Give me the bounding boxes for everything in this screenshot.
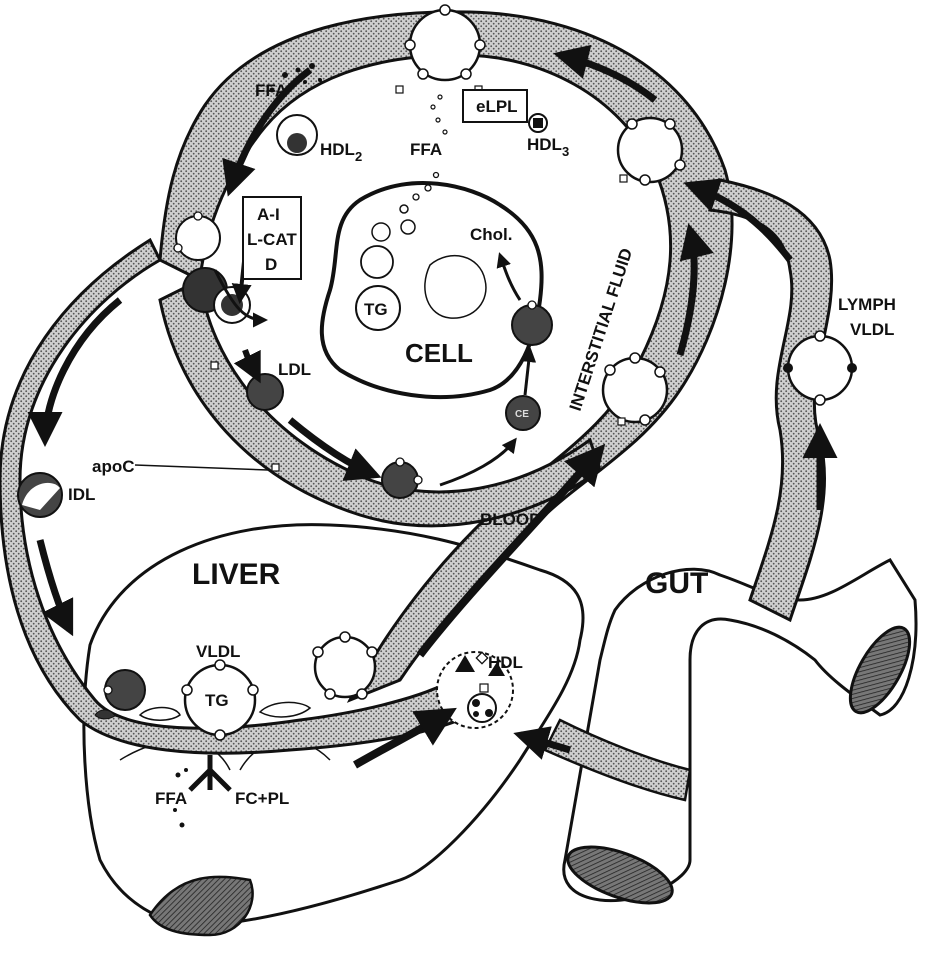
label-blood: BLOOD — [480, 510, 541, 529]
label-box-lcat: L-CAT — [247, 230, 297, 249]
label-ldl: LDL — [278, 360, 311, 379]
label-lymph: LYMPH — [838, 295, 896, 314]
label-elpl: eLPL — [476, 97, 518, 116]
label-vldl-lymph: VLDL — [850, 320, 894, 339]
particle-liver-left — [104, 670, 145, 710]
label-idl: IDL — [68, 485, 95, 504]
label-box-ai: A-I — [257, 205, 280, 224]
label-cell: CELL — [405, 338, 473, 368]
gut-organ — [561, 560, 922, 914]
label-liver: LIVER — [192, 558, 281, 591]
label-hdl-liver: HDL — [488, 653, 523, 672]
label-box-d: D — [265, 255, 277, 274]
particle-ldl — [247, 374, 283, 410]
label-ffa-cell: FFA — [410, 140, 442, 159]
label-hdl3: HDL3 — [527, 135, 569, 159]
label-chol: Chol. — [470, 225, 513, 244]
label-apoc: apoC — [92, 457, 135, 476]
label-ffa-liver: FFA — [155, 789, 187, 808]
particle-hdl2 — [277, 115, 317, 155]
particle-idl — [18, 473, 62, 517]
label-ce: CE — [515, 409, 529, 420]
label-gut: GUT — [645, 567, 708, 600]
label-tg-liver: TG — [205, 691, 229, 710]
label-hdl2: HDL2 — [320, 140, 362, 164]
label-ffa-top: FFA — [255, 81, 287, 100]
label-fc-pl: FC+PL — [235, 789, 289, 808]
label-vldl-liver: VLDL — [196, 642, 240, 661]
label-tg-cell: TG — [364, 300, 388, 319]
particle-hdl3 — [529, 114, 547, 132]
